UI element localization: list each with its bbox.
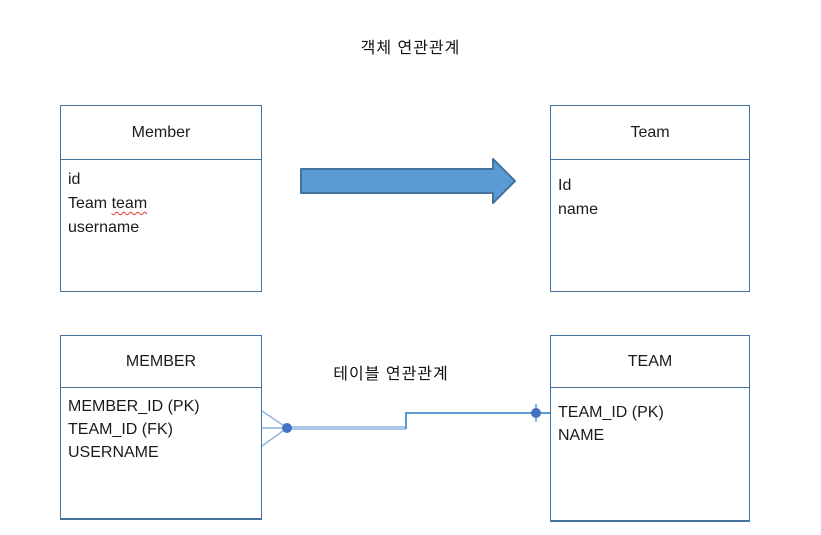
team-field-id: Id — [558, 177, 572, 194]
member-class-title: Member — [61, 106, 261, 160]
member-table-title: MEMBER — [61, 336, 261, 388]
team-table-fields: TEAM_ID (PK) NAME — [551, 388, 749, 455]
team-class-box: Team Id name — [550, 105, 750, 292]
team-class-fields: Id name — [551, 160, 749, 230]
team-field-name: name — [558, 201, 599, 218]
table-relation-title: 테이블 연관관계 — [333, 366, 449, 383]
member-to-team-arrow-icon — [300, 158, 516, 204]
member-table-fields: MEMBER_ID (PK) TEAM_ID (FK) USERNAME — [61, 388, 261, 472]
member-team-relationship-connector — [262, 404, 550, 447]
right-block-arrow-shape — [300, 158, 516, 204]
member-class-fields: id Team team username — [61, 160, 261, 248]
member-table-box: MEMBER MEMBER_ID (PK) TEAM_ID (FK) USERN… — [60, 335, 262, 520]
team-table-title: TEAM — [551, 336, 749, 388]
object-relation-title: 객체 연관관계 — [360, 40, 461, 57]
member-field-id: id — [68, 171, 81, 188]
connector-step-segment — [405, 412, 550, 429]
member-field-team: Team team — [68, 192, 254, 216]
member-joint-dot-icon — [282, 423, 292, 433]
member-field-team-name: team — [111, 195, 148, 212]
member-field-username: username — [68, 219, 140, 236]
team-col-name: NAME — [558, 427, 605, 444]
team-joint-dot-icon — [531, 408, 541, 418]
member-col-member-id: MEMBER_ID (PK) — [68, 398, 200, 415]
member-field-team-type: Team — [68, 195, 108, 212]
team-table-box: TEAM TEAM_ID (PK) NAME — [550, 335, 750, 522]
member-col-username: USERNAME — [68, 444, 159, 461]
member-class-box: Member id Team team username — [60, 105, 262, 292]
team-col-team-id: TEAM_ID (PK) — [558, 404, 664, 421]
member-col-team-id: TEAM_ID (FK) — [68, 421, 173, 438]
team-class-title: Team — [551, 106, 749, 160]
